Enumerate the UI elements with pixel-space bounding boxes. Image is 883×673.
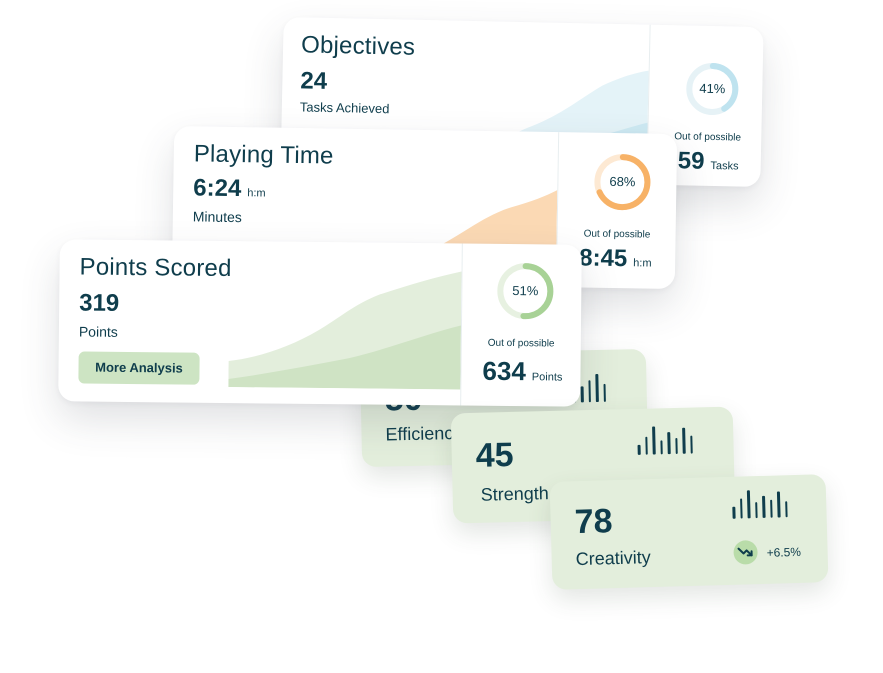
points-title: Points Scored — [79, 253, 232, 283]
points-label: Points — [78, 323, 118, 340]
creativity-change: +6.5% — [766, 544, 802, 560]
points-total: 634 — [482, 355, 527, 387]
playing-time-total: 8:45 — [579, 244, 628, 273]
playing-time-total-row: 8:45 h:m — [579, 244, 652, 273]
points-percent: 51% — [512, 283, 539, 299]
strength-bar-sparkline — [637, 424, 693, 455]
strength-value: 45 — [475, 435, 515, 475]
points-card: Points Scored 319 Points More Analysis 5… — [58, 239, 582, 407]
playing-time-value-unit: h:m — [247, 187, 266, 200]
points-value: 319 — [79, 289, 120, 317]
points-out-of-label: Out of possible — [487, 337, 555, 350]
points-total-unit: Points — [531, 371, 563, 384]
playing-time-value-row: 6:24 h:m — [193, 174, 266, 203]
creativity-card: 78 Creativity +6.5% — [549, 474, 829, 590]
creativity-bar-sparkline — [732, 487, 788, 519]
objectives-percent: 41% — [699, 80, 726, 97]
objectives-total-unit: Tasks — [710, 159, 739, 173]
objectives-label: Tasks Achieved — [299, 99, 390, 117]
creativity-value: 78 — [574, 502, 614, 542]
objectives-title: Objectives — [300, 31, 416, 61]
playing-time-out-of-label: Out of possible — [583, 228, 651, 241]
objectives-out-of-label: Out of possible — [674, 131, 742, 144]
strength-label: Strength — [480, 483, 549, 505]
playing-time-percent: 68% — [609, 173, 636, 190]
more-analysis-button[interactable]: More Analysis — [78, 351, 200, 385]
creativity-label: Creativity — [575, 547, 651, 570]
trend-down-icon — [733, 540, 758, 565]
objectives-total-row: 59 Tasks — [677, 147, 739, 176]
playing-time-title: Playing Time — [193, 140, 334, 170]
points-divider — [460, 243, 463, 406]
points-area-chart — [228, 271, 462, 390]
playing-time-label: Minutes — [192, 208, 242, 226]
points-progress-ring — [497, 263, 554, 320]
objectives-value: 24 — [300, 67, 328, 95]
playing-time-progress-ring — [594, 154, 651, 211]
playing-time-value: 6:24 — [193, 174, 242, 203]
objectives-total: 59 — [677, 147, 705, 175]
playing-time-total-unit: h:m — [633, 257, 652, 270]
objectives-progress-ring — [686, 62, 739, 115]
